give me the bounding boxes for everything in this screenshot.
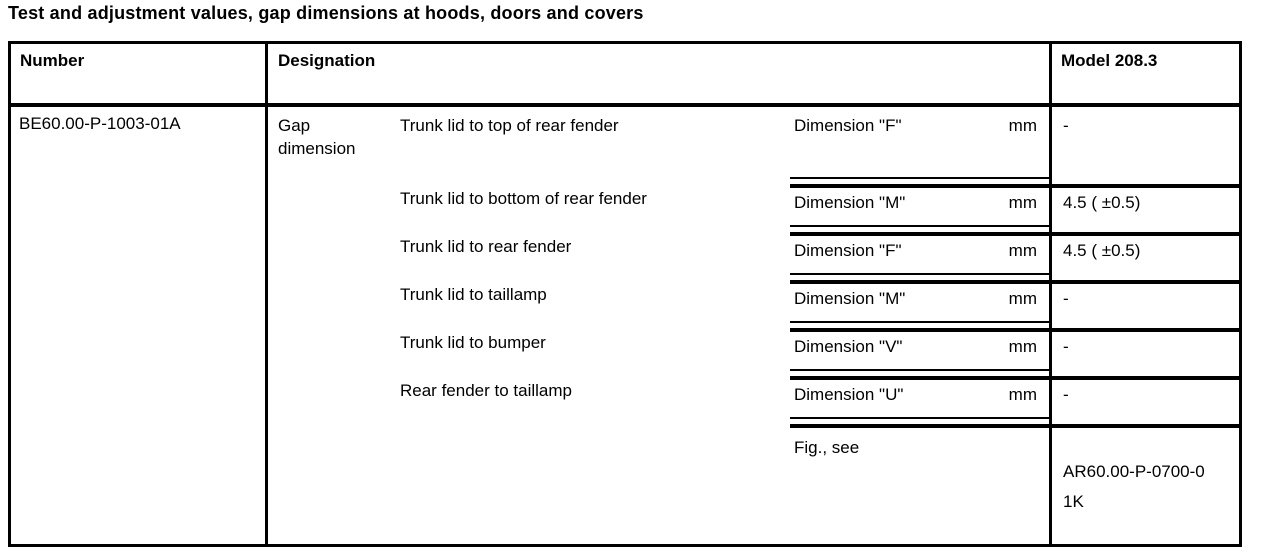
dimension-label: Dimension "F"	[794, 116, 902, 135]
table-row: Trunk lid to bottom of rear fender Dimen…	[11, 184, 1239, 232]
dimension-label: Dimension "M"	[794, 289, 906, 308]
figure-reference-row: Fig., see AR60.00-P-0700-01K	[11, 424, 1239, 544]
figure-label: Fig., see	[794, 438, 860, 457]
unit-label: mm	[1008, 241, 1037, 260]
dimension-label: Dimension "U"	[794, 385, 904, 404]
row-separator-line	[790, 225, 1049, 227]
designation-item: Rear fender to taillamp	[400, 381, 572, 400]
row-separator-line	[790, 321, 1049, 323]
unit-label: mm	[1008, 193, 1037, 212]
model-value-cell: -	[1052, 376, 1239, 424]
table-row: Trunk lid to bumper Dimension "V" mm -	[11, 328, 1239, 376]
model-value-cell: 4.5 ( ±0.5)	[1052, 232, 1239, 280]
dimension-label: Dimension "M"	[794, 193, 906, 212]
dimension-label: Dimension "F"	[794, 241, 902, 260]
dimension-cell: Dimension "M" mm	[790, 184, 1049, 232]
column-divider-designation-model	[1049, 44, 1052, 544]
number-cell: BE60.00-P-1003-01A	[19, 114, 181, 133]
row-separator-line	[790, 417, 1049, 419]
page-title: Test and adjustment values, gap dimensio…	[8, 3, 644, 23]
designation-group-label: Gap dimension	[278, 116, 356, 158]
table-row: Trunk lid to top of rear fender Dimensio…	[11, 107, 1239, 184]
unit-label: mm	[1008, 116, 1037, 135]
dimension-cell: Dimension "F" mm	[790, 107, 1049, 184]
unit-label: mm	[1008, 385, 1037, 404]
table-row: Rear fender to taillamp Dimension "U" mm…	[11, 376, 1239, 424]
dimension-cell: Dimension "U" mm	[790, 376, 1049, 424]
dimension-label: Dimension "V"	[794, 337, 903, 356]
table-row: Trunk lid to rear fender Dimension "F" m…	[11, 232, 1239, 280]
designation-item: Trunk lid to top of rear fender	[400, 116, 619, 135]
table-header-row: Number Designation Model 208.3	[11, 44, 1239, 107]
row-separator-line	[790, 369, 1049, 371]
row-separator-line	[790, 177, 1049, 179]
header-model: Model 208.3	[1061, 51, 1158, 70]
model-value-cell: -	[1063, 116, 1069, 135]
spec-table: Number Designation Model 208.3 BE60.00-P…	[8, 41, 1242, 547]
column-divider-number-designation	[265, 44, 268, 544]
model-value-cell: -	[1052, 280, 1239, 328]
row-separator-line	[790, 273, 1049, 275]
designation-item: Trunk lid to bottom of rear fender	[400, 189, 647, 208]
header-number: Number	[20, 51, 85, 70]
unit-label: mm	[1008, 337, 1037, 356]
designation-item: Trunk lid to rear fender	[400, 237, 572, 256]
designation-item: Trunk lid to taillamp	[400, 285, 547, 304]
dimension-cell: Dimension "M" mm	[790, 280, 1049, 328]
figure-label-cell: Fig., see	[790, 424, 1049, 544]
dimension-cell: Dimension "V" mm	[790, 328, 1049, 376]
figure-reference-cell: AR60.00-P-0700-01K	[1052, 424, 1239, 544]
unit-label: mm	[1008, 289, 1037, 308]
designation-item: Trunk lid to bumper	[400, 333, 546, 352]
model-value-cell: -	[1052, 328, 1239, 376]
model-value-cell: 4.5 ( ±0.5)	[1052, 184, 1239, 232]
table-row: Trunk lid to taillamp Dimension "M" mm -	[11, 280, 1239, 328]
header-designation: Designation	[278, 51, 376, 70]
dimension-cell: Dimension "F" mm	[790, 232, 1049, 280]
